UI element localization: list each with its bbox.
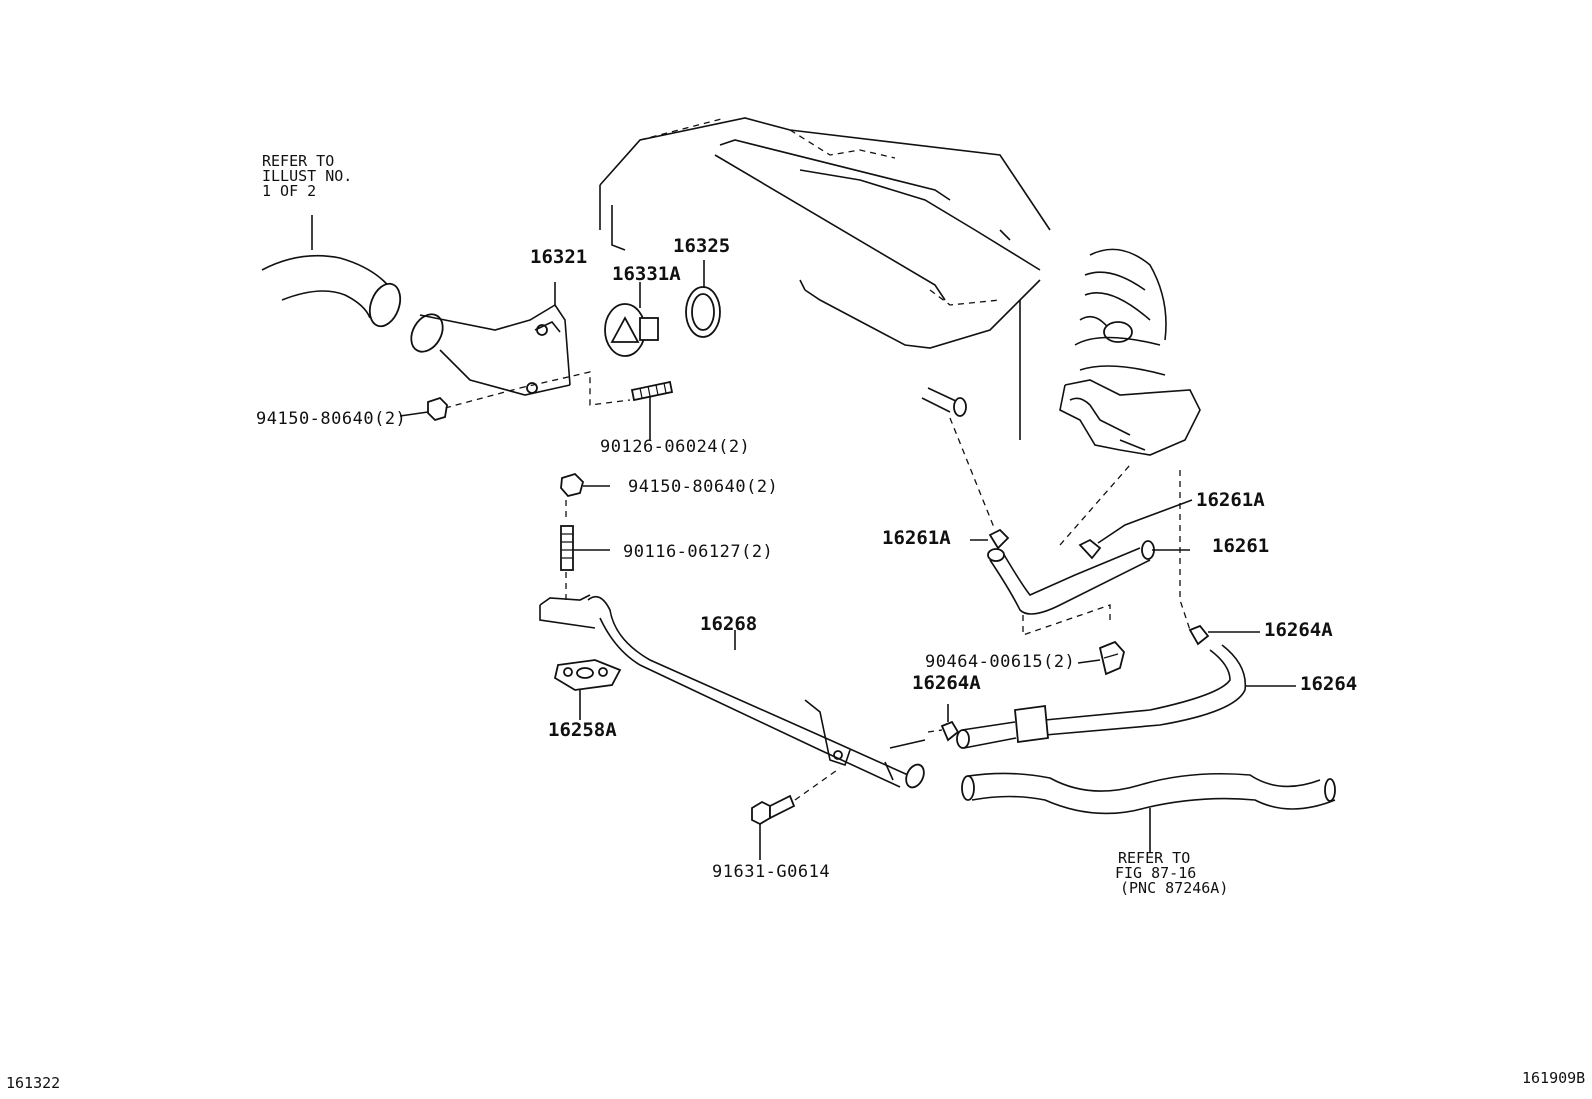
clip-16264A-left (889, 704, 960, 749)
stud-90116 (560, 525, 610, 571)
lower-hose (961, 772, 1336, 852)
footer-right-code: 161909B (1522, 1069, 1585, 1087)
nut-94150-top (399, 396, 448, 422)
label-16261A-right: 16261A (1196, 489, 1265, 511)
label-16264: 16264 (1300, 673, 1357, 695)
refer-bottom-note: REFER TO FIG 87-16 (PNC 87246A) (1115, 849, 1228, 897)
refer-top-note: REFER TO ILLUST NO. 1 OF 2 (262, 152, 352, 200)
refer-bottom-line1: REFER TO (1118, 849, 1190, 867)
label-16325: 16325 (673, 235, 730, 257)
gasket-16325 (685, 260, 721, 338)
gasket-16258A (553, 659, 622, 720)
refer-bottom-line2: FIG 87-16 (1115, 864, 1196, 882)
label-16261: 16261 (1212, 535, 1269, 557)
bypass-pipe-16268 (539, 594, 925, 789)
stud-90126 (630, 380, 674, 440)
footer-left-code: 161322 (6, 1074, 60, 1092)
refer-top-line3: 1 OF 2 (262, 182, 316, 200)
water-outlet-16321 (410, 282, 571, 396)
upper-radiator-hose (261, 215, 402, 328)
label-16261A-left: 16261A (882, 527, 951, 549)
label-16264A-right: 16264A (1264, 619, 1333, 641)
thermostat-16331A (604, 282, 659, 357)
hose-16264 (956, 644, 1296, 749)
label-90464: 90464-00615(2) (925, 652, 1075, 672)
nut-94150-lower (560, 472, 610, 498)
label-16268: 16268 (700, 613, 757, 635)
clip-16264A-right (1188, 624, 1260, 646)
small-hose-upper (921, 387, 967, 417)
refer-bottom-line3: (PNC 87246A) (1120, 879, 1228, 897)
label-90116: 90116-06127(2) (623, 542, 773, 562)
label-16321: 16321 (530, 246, 587, 268)
label-91631: 91631-G0614 (712, 862, 830, 882)
refer-top-line1: REFER TO (262, 152, 334, 170)
throttle-body (1059, 248, 1201, 456)
refer-top-line2: ILLUST NO. (262, 167, 352, 185)
hose-16261 (987, 540, 1190, 615)
bolt-91631 (751, 794, 796, 860)
clip-16261A-left (970, 528, 1010, 550)
label-16331A: 16331A (612, 263, 681, 285)
clip-16261A-right (1078, 499, 1193, 560)
label-94150-lower: 94150-80640(2) (628, 477, 778, 497)
label-16264A-left: 16264A (912, 672, 981, 694)
label-16258A: 16258A (548, 719, 617, 741)
engine-head-outline (599, 117, 1051, 440)
clip-90464 (1077, 640, 1125, 676)
label-90126: 90126-06024(2) (600, 437, 750, 457)
label-94150-top: 94150-80640(2) (256, 409, 406, 429)
